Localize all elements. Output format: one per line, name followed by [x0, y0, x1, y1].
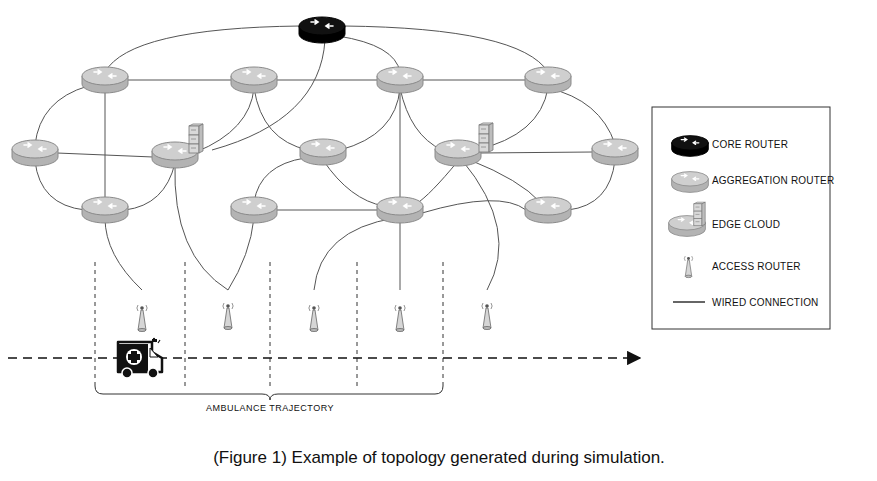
trajectory-arrow — [8, 357, 640, 359]
legend-entry: AGGREGATION ROUTER — [712, 175, 834, 186]
coverage-boundaries — [95, 262, 443, 388]
trajectory-label: AMBULANCE TRAJECTORY — [204, 403, 336, 413]
router-icons — [12, 17, 638, 223]
legend-entry: WIRED CONNECTION — [712, 297, 819, 308]
access-routers — [137, 303, 492, 332]
figure-caption: (Figure 1) Example of topology generated… — [213, 448, 665, 468]
legend-samples — [669, 136, 709, 302]
legend-entry: EDGE CLOUD — [712, 219, 780, 230]
legend-box — [652, 107, 830, 329]
trajectory-brace — [95, 386, 443, 400]
legend-entry: CORE ROUTER — [712, 139, 788, 150]
label-holder: AMBULANCE TRAJECTORY — [204, 403, 336, 413]
legend-text: WIRED CONNECTION — [712, 297, 819, 308]
caption-holder: (Figure 1) Example of topology generated… — [213, 448, 665, 468]
legend-text: ACCESS ROUTER — [712, 261, 801, 272]
legend-text: EDGE CLOUD — [712, 219, 780, 230]
ambulance-icon — [118, 338, 162, 378]
legend-entry: ACCESS ROUTER — [712, 261, 801, 272]
wired-connections — [35, 26, 615, 290]
legend-text: AGGREGATION ROUTER — [712, 175, 834, 186]
legend-text: CORE ROUTER — [712, 139, 788, 150]
